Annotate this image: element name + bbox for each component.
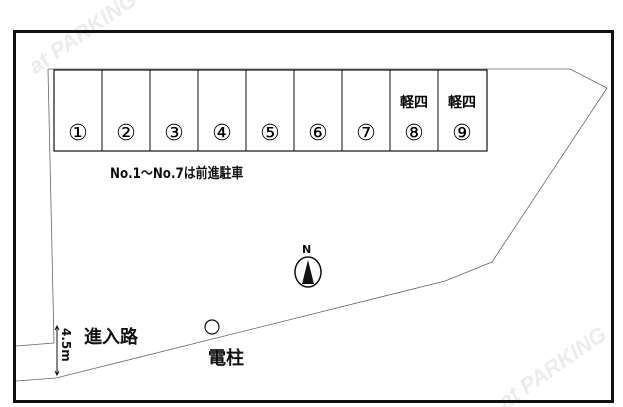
parking-note: No.1～No.7は前進駐車 — [110, 166, 244, 182]
parking-slot-2: ② — [116, 121, 136, 146]
lot-boundary — [15, 68, 608, 382]
parking-slot-5: ⑤ — [260, 121, 280, 146]
parking-row — [53, 69, 488, 152]
parking-slot-6: ⑥ — [308, 121, 328, 146]
utility-pole-icon — [204, 319, 220, 335]
compass-icon — [294, 256, 322, 288]
utility-pole-label: 電柱 — [208, 348, 244, 369]
width-arrow — [54, 324, 60, 377]
neighbor-boundary — [15, 68, 55, 347]
entrance-label: 進入路 — [84, 327, 138, 348]
parking-slot-1: ① — [68, 121, 88, 146]
frame — [13, 30, 614, 403]
parking-slot-4: ④ — [212, 121, 232, 146]
compass-north-label: N — [302, 243, 312, 256]
parking-slot-3: ③ — [164, 121, 184, 146]
parking-slot-7: ⑦ — [356, 121, 376, 146]
entrance-width-label: 4.5m — [59, 328, 73, 362]
